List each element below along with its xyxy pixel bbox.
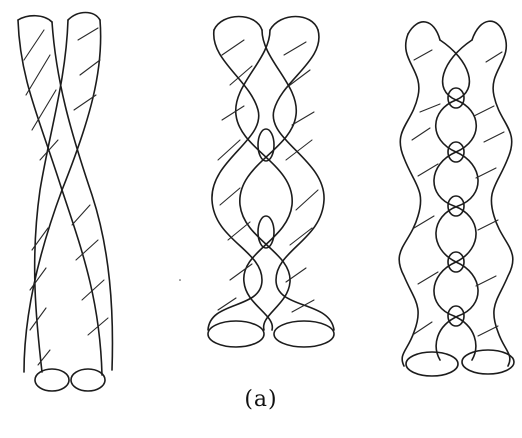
figure-caption: (a) (0, 387, 522, 412)
rope-medium-twist (208, 17, 334, 348)
stray-dot (179, 279, 181, 281)
rope-loose-twist (18, 13, 112, 392)
rope-tight-twist (399, 21, 514, 376)
